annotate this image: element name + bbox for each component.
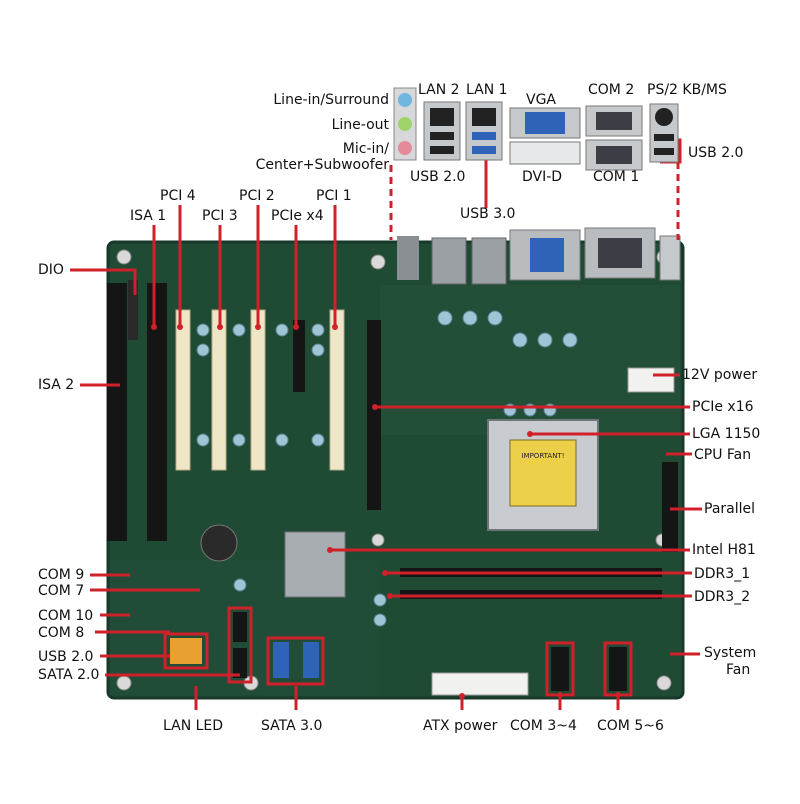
label-isa1: ISA 1 <box>130 208 167 224</box>
label-com34: COM 3~4 <box>510 718 577 734</box>
label-usb20-top: USB 2.0 <box>410 169 466 185</box>
label-system-fan-line2: Fan <box>726 662 751 678</box>
label-ddr3-2: DDR3_2 <box>694 589 751 605</box>
label-12v-power: 12V power <box>682 367 758 383</box>
label-com10: COM 10 <box>38 608 94 624</box>
label-mic-in-line1: Mic-in/ <box>342 141 389 157</box>
label-com8: COM 8 <box>38 625 85 641</box>
label-com56: COM 5~6 <box>597 718 664 734</box>
label-cpu-fan: CPU Fan <box>694 447 752 463</box>
label-pcie16: PCIe x16 <box>692 399 754 415</box>
label-pci2: PCI 2 <box>239 188 275 204</box>
label-atx-power: ATX power <box>423 718 498 734</box>
label-pci1: PCI 1 <box>316 188 352 204</box>
rear-io-on-board <box>397 227 681 285</box>
com-headers-bottom <box>551 647 627 691</box>
label-lan2: LAN 2 <box>418 82 460 98</box>
cpu-socket <box>487 419 599 531</box>
vga-dvi-connector <box>509 107 581 165</box>
label-lan-led: LAN LED <box>163 718 224 734</box>
callout-dots <box>151 324 533 699</box>
atx-power-connector <box>431 672 529 696</box>
pcie-x16-slot <box>367 320 381 510</box>
lan-usb-stack-1 <box>465 101 503 161</box>
audio-jacks <box>393 87 417 161</box>
pci-slots <box>175 309 345 471</box>
label-lan1: LAN 1 <box>466 82 508 98</box>
pcie-x4-slot <box>293 320 305 392</box>
label-vga: VGA <box>526 92 557 108</box>
isa-slots <box>107 280 167 541</box>
capacitors <box>196 310 578 627</box>
label-sata20: SATA 2.0 <box>38 667 100 683</box>
label-usb20-right: USB 2.0 <box>688 145 744 161</box>
com-connectors <box>585 105 643 171</box>
usb-20-header <box>170 638 202 664</box>
label-sata30: SATA 3.0 <box>261 718 323 734</box>
label-mic-in-line2: Center+Subwoofer <box>255 157 389 173</box>
label-line-out: Line-out <box>331 117 389 133</box>
label-usb20-left: USB 2.0 <box>38 649 94 665</box>
sata-20-ports <box>233 612 247 678</box>
parallel-header <box>662 462 678 552</box>
label-com9: COM 9 <box>38 567 85 583</box>
sata-30-ports <box>273 642 319 678</box>
label-line-in: Line-in/Surround <box>273 92 389 108</box>
label-parallel: Parallel <box>704 501 756 517</box>
label-usb30: USB 3.0 <box>460 206 516 222</box>
label-com2: COM 2 <box>588 82 635 98</box>
label-system-fan-line1: System <box>704 645 757 661</box>
cpu-sticker-heading: IMPORTANT! <box>521 452 564 460</box>
label-com1: COM 1 <box>593 169 640 185</box>
label-com7: COM 7 <box>38 583 85 599</box>
label-isa2: ISA 2 <box>38 377 75 393</box>
label-ps2: PS/2 KB/MS <box>647 82 727 98</box>
label-pcie4: PCIe x4 <box>271 208 324 224</box>
label-lga1150: LGA 1150 <box>692 426 761 442</box>
callout-boxes <box>163 606 633 697</box>
label-ddr3-1: DDR3_1 <box>694 566 751 582</box>
label-pci3: PCI 3 <box>202 208 238 224</box>
cmos-battery <box>200 524 238 562</box>
label-dvi: DVI-D <box>522 169 563 185</box>
label-intel-h81: Intel H81 <box>692 542 756 558</box>
12v-power-connector <box>627 367 675 393</box>
lan-usb-stack-2 <box>423 101 461 161</box>
chipset-heatsink <box>284 531 346 598</box>
ps2-usb-stack <box>649 103 679 163</box>
label-dio: DIO <box>38 262 64 278</box>
label-pci4: PCI 4 <box>160 188 196 204</box>
